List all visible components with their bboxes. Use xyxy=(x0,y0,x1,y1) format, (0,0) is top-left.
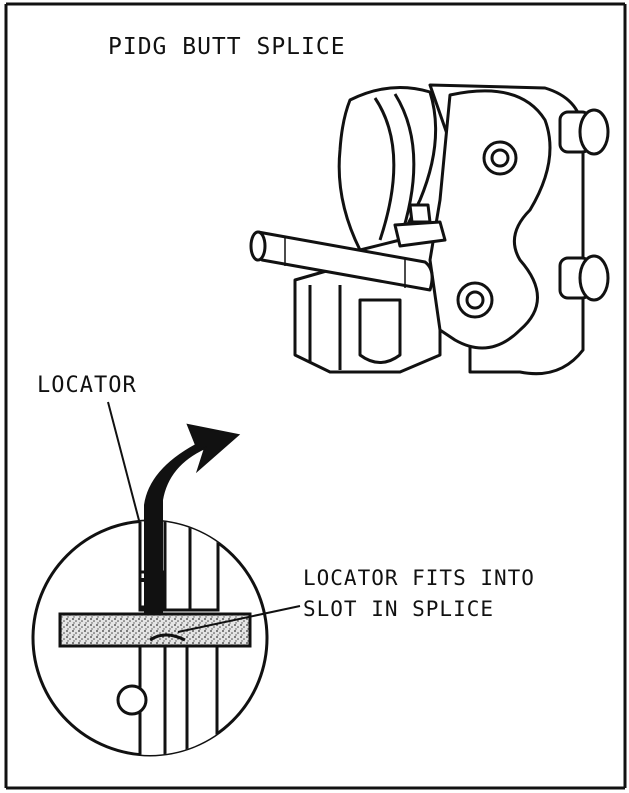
slot-leader-line xyxy=(177,605,301,633)
locator-label: LOCATOR xyxy=(37,373,137,398)
locator-fits-label-line1: LOCATOR FITS INTO xyxy=(303,566,535,590)
rotation-arrow-icon xyxy=(144,423,241,613)
page-frame xyxy=(4,2,627,790)
crimp-tool-drawing xyxy=(249,83,610,376)
locator-fits-label-line2: SLOT IN SPLICE xyxy=(303,597,495,621)
diagram-title: PIDG BUTT SPLICE xyxy=(108,34,346,60)
